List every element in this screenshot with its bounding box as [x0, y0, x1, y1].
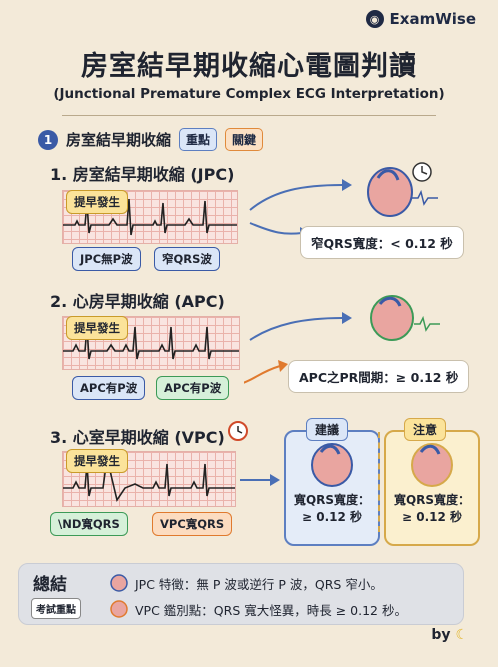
apc-p-wave-label-a: APC有P波 [72, 376, 146, 400]
heart-icon [110, 574, 128, 592]
apc-early-label: 提早發生 [66, 316, 128, 340]
suggestion-card: 寬QRS寬度：≥ 0.12 秒 [284, 430, 380, 546]
heart-icon [367, 162, 438, 217]
banana-icon: ☾ [455, 627, 468, 643]
summary-title: 總結 [33, 575, 67, 595]
page-subtitle: (Junctional Premature Complex ECG Interp… [53, 86, 445, 102]
heart-icon [311, 443, 353, 487]
vpc-early-label: 提早發生 [66, 449, 128, 473]
heart-icon [411, 443, 453, 487]
card-divider [378, 432, 380, 532]
section-label: 房室結早期收縮 [66, 131, 172, 149]
apc-title: 2. 心房早期收縮 (APC) [50, 292, 225, 311]
caution-card: 寬QRS寬度：≥ 0.12 秒 [384, 430, 480, 546]
section-number: 1 [38, 129, 58, 150]
apc-arrows [244, 312, 352, 384]
footer-by: by ☾ [431, 627, 468, 643]
vpc-arrow [240, 474, 280, 486]
footer-by-text: by [431, 627, 451, 643]
vpc-ecg-strip [62, 451, 236, 507]
key-tag: 關鍵 [225, 128, 264, 151]
alarm-clock-icon [228, 421, 248, 441]
caution-tag: 注意 [404, 418, 447, 441]
jpc-heart-illustration [358, 158, 438, 220]
section-header: 1 房室結早期收縮 重點 關鍵 [38, 128, 264, 151]
title-divider [62, 115, 436, 116]
vpc-wide-qrs-label-b: VPC寬QRS [152, 512, 233, 536]
caution-card-text: 寬QRS寬度：≥ 0.12 秒 [393, 493, 471, 524]
suggestion-tag: 建議 [306, 418, 349, 441]
summary-line-1: JPC 特徵：無 P 波或逆行 P 波，QRS 窄小。 [135, 577, 383, 592]
page-title: 房室結早期收縮心電圖判讀 [81, 51, 417, 82]
summary-tag: 考試重點 [31, 598, 81, 619]
apc-p-wave-label-b: APC有P波 [156, 376, 230, 400]
vpc-title: 3. 心室早期收縮 (VPC) [50, 428, 225, 447]
heart-icon [110, 600, 128, 618]
vpc-wide-qrs-label-a: \ND寬QRS [50, 512, 128, 536]
brand-name: ExamWise [389, 10, 476, 28]
jpc-title: 1. 房室結早期收縮 (JPC) [50, 165, 235, 184]
suggestion-card-text: 寬QRS寬度：≥ 0.12 秒 [293, 493, 371, 524]
jpc-result: 窄QRS寬度：< 0.12 秒 [300, 226, 464, 259]
owl-logo-icon: ◉ [365, 10, 384, 28]
jpc-early-label: 提早發生 [66, 190, 128, 214]
summary-line-2: VPC 鑑別點：QRS 寬大怪異，時長 ≥ 0.12 秒。 [135, 603, 407, 618]
apc-result: APC之PR間期：≥ 0.12 秒 [288, 360, 470, 393]
heart-icon [370, 295, 440, 341]
jpc-no-p-wave-label: JPC無P波 [72, 247, 141, 271]
jpc-narrow-qrs-label: 窄QRS波 [154, 247, 220, 271]
apc-heart-illustration [360, 288, 440, 344]
important-tag: 重點 [179, 128, 218, 151]
summary-panel: 總結 考試重點 JPC 特徵：無 P 波或逆行 P 波，QRS 窄小。 VPC … [18, 563, 464, 625]
brand: ◉ ExamWise [365, 10, 476, 28]
